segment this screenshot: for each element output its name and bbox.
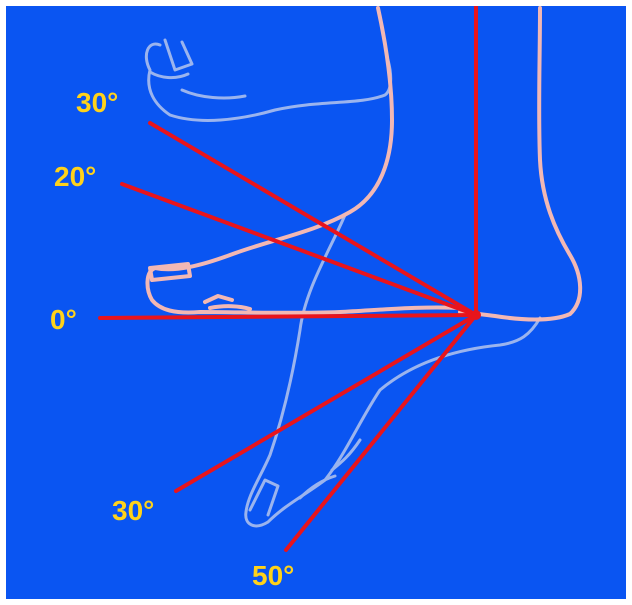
label-dorsal-30: 30°	[112, 495, 154, 526]
label-neutral-0: 0°	[50, 304, 77, 335]
label-plantar-20: 20°	[54, 161, 96, 192]
label-dorsal-50: 50°	[252, 560, 294, 591]
ankle-pivot	[471, 310, 481, 320]
label-plantar-30: 30°	[76, 87, 118, 118]
